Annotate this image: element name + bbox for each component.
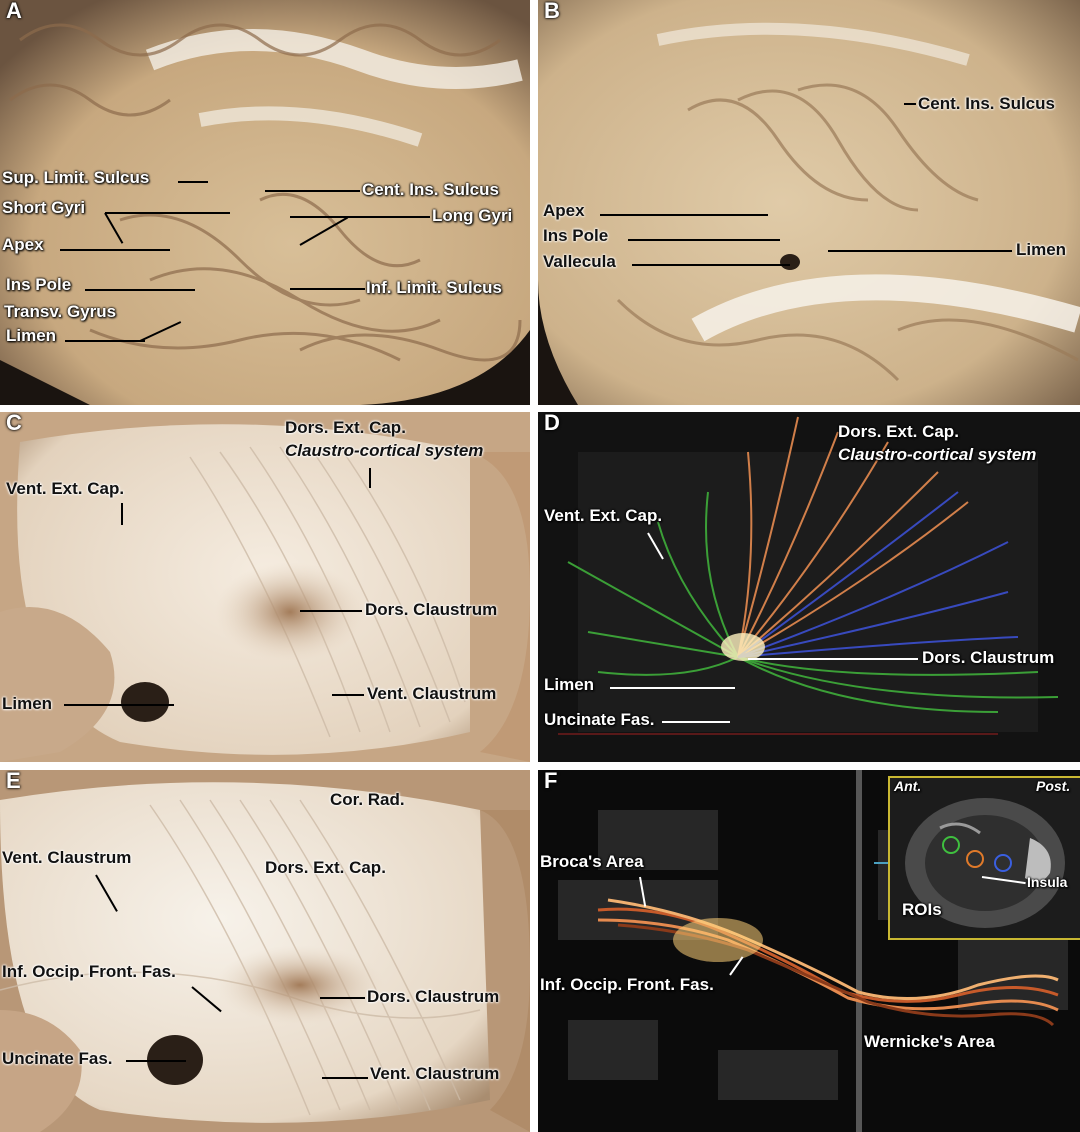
- leader-line: [121, 503, 123, 525]
- label-cor-rad: Cor. Rad.: [330, 790, 405, 809]
- label-sup-limit-sulcus: Sup. Limit. Sulcus: [2, 168, 150, 187]
- panel-c: C Dors. Ext. Cap. Claustro-cortical syst…: [0, 412, 530, 762]
- label-vent-claustrum: Vent. Claustrum: [367, 684, 497, 703]
- leader-line: [332, 694, 364, 696]
- label-vallecula: Vallecula: [543, 252, 616, 271]
- panel-e: E Cor. Rad. Vent. Claustrum Dors. Ext. C…: [0, 770, 530, 1132]
- label-vent-claustrum: Vent. Claustrum: [2, 848, 132, 867]
- label-long-gyri: Long Gyri: [432, 206, 513, 225]
- leader-line: [126, 1060, 186, 1062]
- panel-a: A Sup. Limit. Sulcus Short Gyri Apex Ins…: [0, 0, 530, 405]
- tractography-image: [538, 412, 1080, 762]
- label-limen: Limen: [2, 694, 53, 713]
- leader-line: [85, 289, 195, 291]
- panel-f: F Broca's Area Inf. Occip. Front. Fas. W…: [538, 770, 1080, 1132]
- label-cent-ins-sulcus: Cent. Ins. Sulcus: [362, 180, 499, 199]
- leader-line: [178, 181, 208, 183]
- leader-line: [369, 468, 371, 488]
- leader-line: [65, 340, 145, 342]
- label-inf-limit-sulcus: Inf. Limit. Sulcus: [366, 278, 503, 297]
- panel-letter: C: [6, 412, 22, 435]
- label-limen: Limen: [544, 675, 595, 694]
- inset-label-insula: Insula: [1027, 874, 1068, 890]
- label-claustro-cortical-system: Claustro-cortical system: [838, 445, 1037, 464]
- label-inf-occip-front-fas: Inf. Occip. Front. Fas.: [2, 962, 176, 981]
- panel-letter: B: [544, 0, 560, 23]
- inset-label-post: Post.: [1036, 778, 1071, 794]
- leader-line: [600, 214, 768, 216]
- label-vent-ext-cap: Vent. Ext. Cap.: [6, 479, 125, 498]
- inset-pointer: [874, 862, 888, 864]
- brain-lateral-surface-image: [0, 0, 530, 405]
- inset-label-ant: Ant.: [894, 778, 922, 794]
- panel-letter: A: [6, 0, 22, 23]
- label-brocas-area: Broca's Area: [540, 852, 644, 871]
- panel-letter: F: [544, 770, 558, 793]
- label-vent-claustrum: Vent. Claustrum: [370, 1064, 500, 1083]
- label-uncinate-fas: Uncinate Fas.: [544, 710, 655, 729]
- label-inf-occip-front-fas: Inf. Occip. Front. Fas.: [540, 975, 714, 994]
- leader-line: [628, 239, 780, 241]
- leader-line: [64, 704, 174, 706]
- leader-line: [610, 687, 735, 689]
- leader-line: [662, 721, 730, 723]
- leader-line: [265, 190, 360, 192]
- panel-d: D Dors. Ext. Cap. Claustro-cortical syst…: [538, 412, 1080, 762]
- label-ins-pole: Ins Pole: [6, 275, 72, 294]
- label-wernickes-area: Wernicke's Area: [864, 1032, 995, 1051]
- brain-insula-image: [538, 0, 1080, 405]
- leader-line: [290, 288, 365, 290]
- leader-line: [105, 212, 230, 214]
- leader-line: [632, 264, 790, 266]
- leader-line: [322, 1077, 368, 1079]
- label-vent-ext-cap: Vent. Ext. Cap.: [544, 506, 663, 525]
- label-cent-ins-sulcus: Cent. Ins. Sulcus: [918, 94, 1055, 113]
- label-apex: Apex: [543, 201, 585, 220]
- leader-line: [290, 216, 430, 218]
- label-dors-ext-cap: Dors. Ext. Cap.: [838, 422, 959, 441]
- roi-green-circle: [942, 836, 960, 854]
- leader-line: [904, 103, 916, 105]
- label-dors-ext-cap: Dors. Ext. Cap.: [265, 858, 386, 877]
- leader-line: [320, 997, 365, 999]
- panel-letter: E: [6, 770, 21, 793]
- leader-line: [748, 658, 918, 660]
- roi-blue-circle: [994, 854, 1012, 872]
- label-limen: Limen: [1016, 240, 1067, 259]
- inset-label-rois: ROIs: [902, 900, 942, 919]
- label-dors-claustrum: Dors. Claustrum: [367, 987, 500, 1006]
- label-uncinate-fas: Uncinate Fas.: [2, 1049, 113, 1068]
- label-dors-claustrum: Dors. Claustrum: [922, 648, 1055, 667]
- label-claustro-cortical-system: Claustro-cortical system: [285, 441, 484, 460]
- leader-line: [60, 249, 170, 251]
- fiber-dissection-image: [0, 770, 530, 1132]
- label-transv-gyrus: Transv. Gyrus: [4, 302, 117, 321]
- roi-orange-circle: [966, 850, 984, 868]
- label-dors-ext-cap: Dors. Ext. Cap.: [285, 418, 406, 437]
- extreme-capsule-dissection-image: [0, 412, 530, 762]
- label-limen: Limen: [6, 326, 57, 345]
- roi-inset: Ant. Post. Insula ROIs: [888, 776, 1080, 940]
- panel-letter: D: [544, 412, 560, 435]
- label-apex: Apex: [2, 235, 44, 254]
- label-dors-claustrum: Dors. Claustrum: [365, 600, 498, 619]
- label-short-gyri: Short Gyri: [2, 198, 86, 217]
- leader-line: [828, 250, 1012, 252]
- label-ins-pole: Ins Pole: [543, 226, 609, 245]
- panel-b: B Cent. Ins. Sulcus Apex Ins Pole Vallec…: [538, 0, 1080, 405]
- leader-line: [300, 610, 362, 612]
